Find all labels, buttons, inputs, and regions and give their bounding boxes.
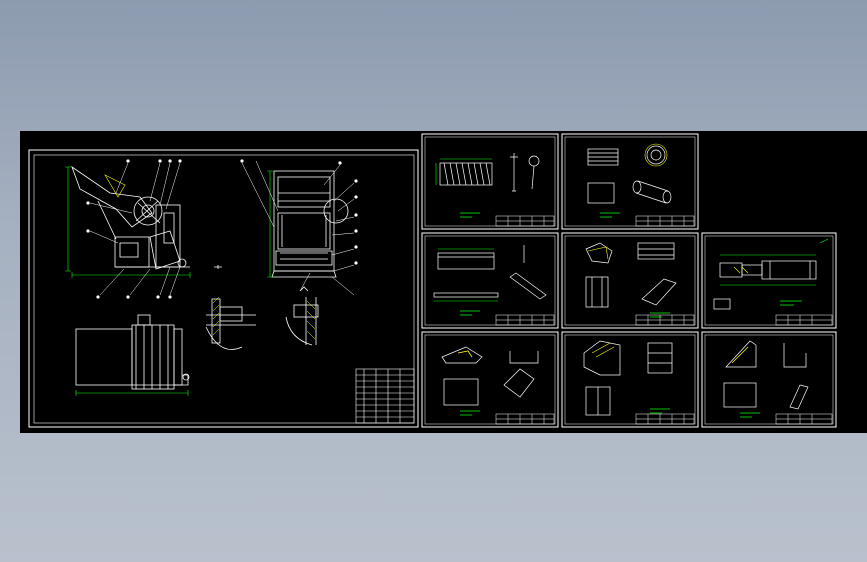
callout-marker [126,159,130,163]
assembly-plan-view-dimensions [75,390,189,396]
part-sheet-6 [421,331,559,428]
part-sheet-2 [561,133,699,230]
callout-marker [126,295,130,299]
callout-marker [156,295,160,299]
section-detail-left-hatch [212,296,220,336]
cad-viewport[interactable] [20,131,867,433]
callout-marker [158,159,162,163]
callout-marker [354,261,358,265]
cad-drawing-canvas[interactable] [20,131,867,433]
main-assembly-sheet [28,149,419,428]
part-sheet-3 [421,232,559,329]
assembly-title-block [355,368,415,424]
callout-marker [168,295,172,299]
assembly-front-view-leaders [241,160,355,296]
part-sheet-5 [701,232,837,329]
callout-marker [86,229,90,233]
callout-marker [338,161,342,165]
callout-marker [178,159,182,163]
assembly-left-view [71,165,190,270]
callout-marker [354,213,358,217]
callout-marker [354,195,358,199]
callout-marker [354,245,358,249]
assembly-front-view-dimensions [267,170,273,278]
assembly-plan-view [75,314,190,390]
part-sheet-8 [701,331,837,428]
callout-marker [96,295,100,299]
assembly-front-view [271,170,349,278]
callout-marker [240,159,244,163]
section-detail-right [285,286,319,346]
part-sheet-7 [561,331,699,428]
part-sheet-4 [561,232,699,329]
assembly-left-view-leaders [89,162,181,296]
callout-marker [86,201,90,205]
assembly-left-view-dimensions [65,166,191,278]
callout-marker [168,159,172,163]
callout-marker [354,229,358,233]
section-detail-right-hatch [306,300,316,340]
callout-marker [354,179,358,183]
section-detail-left [205,265,256,350]
part-sheet-1 [421,133,559,230]
